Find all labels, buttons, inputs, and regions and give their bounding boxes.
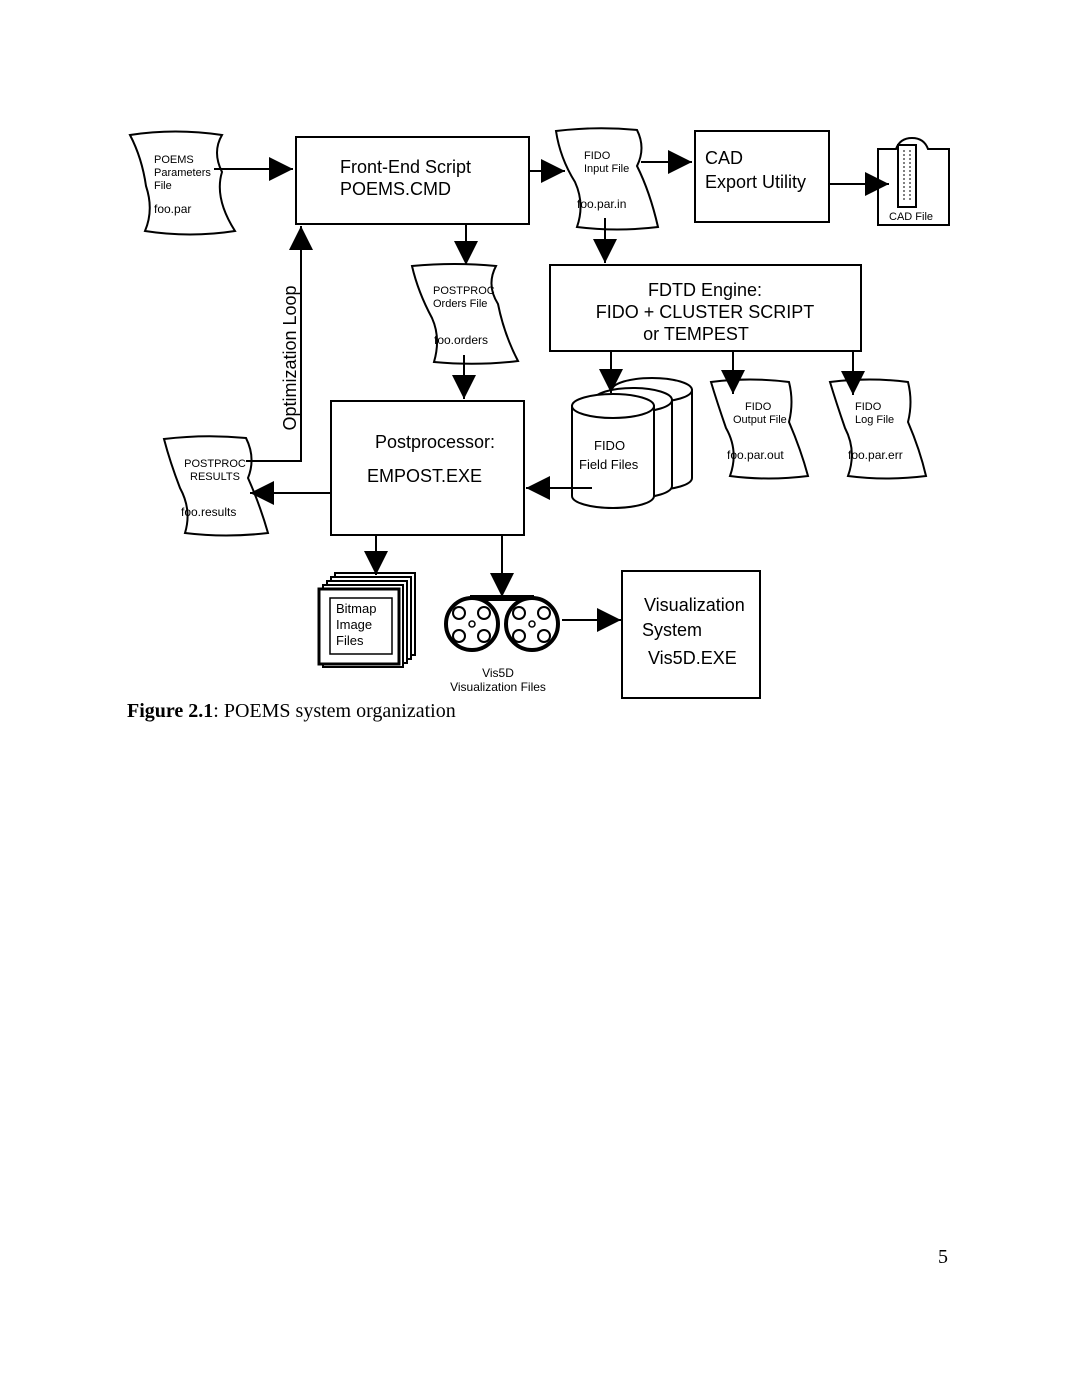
visualization-system-box: Visualization System Vis5D.EXE <box>621 570 761 699</box>
fido-output-line2: Output File <box>733 414 787 426</box>
fido-input-line1: FIDO <box>584 150 611 162</box>
fdtd-engine-line2: FIDO + CLUSTER SCRIPT <box>596 302 815 322</box>
fido-input-line2: Input File <box>584 163 629 175</box>
fido-output-line1: FIDO <box>745 401 772 413</box>
fido-log-filename: foo.par.err <box>848 448 903 462</box>
postproc-orders-line2: Orders File <box>433 298 487 310</box>
figure-caption: Figure 2.1: POEMS system organization <box>127 700 456 723</box>
fido-output-filename: foo.par.out <box>727 448 784 462</box>
poems-params-line2: Parameters <box>154 167 211 179</box>
front-end-line2: POEMS.CMD <box>340 179 451 199</box>
fido-log-line2: Log File <box>855 414 894 426</box>
bitmap-line3: Files <box>336 633 364 648</box>
fido-log-line1: FIDO <box>855 401 882 413</box>
fido-input-filename: foo.par.in <box>577 197 626 211</box>
cad-export-utility-box: CAD Export Utility <box>694 130 830 223</box>
cad-file-icon: CAD File <box>877 136 950 226</box>
postprocessor-line1: Postprocessor: <box>375 432 495 452</box>
figure-caption-label: Figure 2.1 <box>127 700 214 722</box>
fido-field-line2: Field Files <box>579 457 639 472</box>
fido-output-file: FIDO Output File foo.par.out <box>709 378 810 480</box>
postproc-orders-filename: foo.orders <box>434 333 488 347</box>
poems-params-line1: POEMS <box>154 154 194 166</box>
front-end-line1: Front-End Script <box>340 157 471 177</box>
cad-export-line2: Export Utility <box>705 172 806 192</box>
bitmap-image-files: Bitmap Image Files <box>317 572 416 668</box>
fido-field-files: FIDO Field Files <box>571 377 693 509</box>
vis-system-line1: Visualization <box>644 595 745 615</box>
postproc-results-filename: foo.results <box>181 505 236 519</box>
postproc-results-line2: RESULTS <box>190 471 240 483</box>
figure-caption-text: : POEMS system organization <box>213 700 456 722</box>
cad-export-line1: CAD <box>705 148 743 168</box>
connector-arrows <box>214 150 889 632</box>
postproc-results-line1: POSTPROC <box>184 458 246 470</box>
postproc-orders-line1: POSTPROC <box>433 285 495 297</box>
bitmap-line2: Image <box>336 617 372 632</box>
bitmap-line1: Bitmap <box>336 601 376 616</box>
postprocessor-line2: EMPOST.EXE <box>367 466 482 486</box>
poems-params-line3: File <box>154 180 172 192</box>
fido-log-file: FIDO Log File foo.par.err <box>828 378 928 480</box>
optimization-loop-label: Optimization Loop <box>280 285 300 430</box>
postproc-orders-file: POSTPROC Orders File foo.orders <box>410 263 520 365</box>
vis-system-line2: System <box>642 620 702 640</box>
poems-system-diagram: POEMS Parameters File foo.par Front-End … <box>128 127 950 699</box>
postproc-results-file: POSTPROC RESULTS foo.results <box>162 435 270 537</box>
fido-field-line1: FIDO <box>594 438 625 453</box>
vis5d-line2: Visualization Files <box>450 680 546 694</box>
cad-file-label: CAD File <box>889 211 933 223</box>
vis5d-visualization-files: Vis5D Visualization Files <box>444 595 560 694</box>
poems-params-filename: foo.par <box>154 202 191 216</box>
poems-parameters-file: POEMS Parameters File foo.par <box>128 130 237 236</box>
front-end-script-box: Front-End Script POEMS.CMD <box>295 136 530 225</box>
fdtd-engine-line3: or TEMPEST <box>643 324 749 344</box>
fdtd-engine-box: FDTD Engine: FIDO + CLUSTER SCRIPT or TE… <box>549 264 862 352</box>
vis5d-line1: Vis5D <box>482 666 514 680</box>
postprocessor-box: Postprocessor: EMPOST.EXE <box>330 400 525 536</box>
page-number: 5 <box>938 1246 948 1268</box>
fdtd-engine-line1: FDTD Engine: <box>648 280 762 300</box>
vis-system-line3: Vis5D.EXE <box>648 648 737 668</box>
fido-input-file: FIDO Input File foo.par.in <box>554 127 660 231</box>
optimization-loop-line <box>246 229 302 462</box>
